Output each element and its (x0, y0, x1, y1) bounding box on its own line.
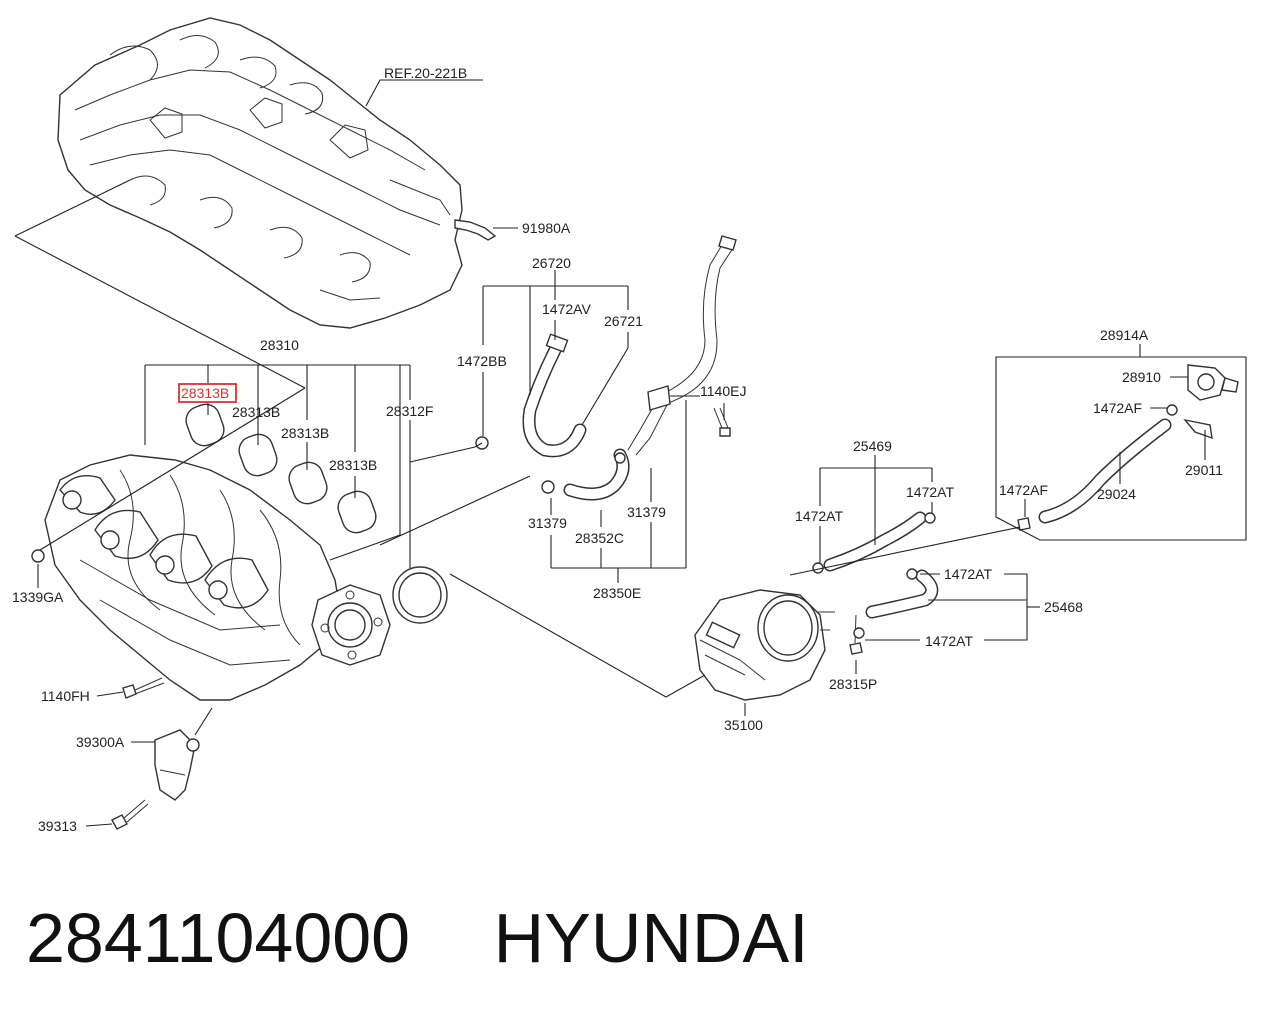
label-26721[interactable]: 26721 (604, 313, 643, 329)
map-sensor-drawing (154, 729, 200, 801)
label-28914a[interactable]: 28914A (1100, 327, 1149, 343)
label-25468[interactable]: 25468 (1044, 599, 1083, 615)
label-28313b-3[interactable]: 28313B (281, 425, 329, 441)
part-number: 2841104000 (26, 899, 411, 977)
label-28313b-4[interactable]: 28313B (329, 457, 377, 473)
label-28312f[interactable]: 28312F (386, 403, 433, 419)
label-39300a[interactable]: 39300A (76, 734, 125, 750)
highlight-box-28313b (178, 383, 237, 403)
label-35100[interactable]: 35100 (724, 717, 763, 733)
throttle-body-drawing (694, 589, 835, 701)
label-1472af-1[interactable]: 1472AF (1093, 400, 1142, 416)
label-25469[interactable]: 25469 (853, 438, 892, 454)
label-1472at-4[interactable]: 1472AT (925, 633, 973, 649)
label-1140fh[interactable]: 1140FH (41, 688, 90, 704)
throttle-gasket-drawing (392, 566, 448, 624)
label-1472at-2[interactable]: 1472AT (795, 508, 843, 524)
label-28310[interactable]: 28310 (260, 337, 299, 353)
label-29011[interactable]: 29011 (1185, 462, 1223, 478)
label-1472at-3[interactable]: 1472AT (944, 566, 992, 582)
brand-name: HYUNDAI (493, 899, 809, 977)
label-1472at-1[interactable]: 1472AT (906, 484, 954, 500)
coolant-hoses-drawing (812, 511, 939, 639)
label-39313[interactable]: 39313 (38, 818, 77, 834)
callout-labels: REF.20-221B 91980A 26720 1472AV 26721 28… (12, 65, 1223, 834)
footer-caption: 2841104000 HYUNDAI (26, 893, 1236, 983)
pcv-hose-drawing (475, 333, 630, 501)
label-31379-2[interactable]: 31379 (627, 504, 666, 520)
label-1140ej[interactable]: 1140EJ (700, 383, 746, 399)
label-26720[interactable]: 26720 (532, 255, 571, 271)
purge-valve-drawing (1017, 364, 1239, 531)
parts-diagram: REF.20-221B 91980A 26720 1472AV 26721 28… (12, 17, 1247, 834)
bolts-drawing (31, 407, 863, 830)
label-1472bb[interactable]: 1472BB (457, 353, 507, 369)
label-1472av[interactable]: 1472AV (542, 301, 591, 317)
label-1472af-2[interactable]: 1472AF (999, 482, 1048, 498)
label-28313b-highlighted[interactable]: 28313B (181, 385, 229, 401)
label-29024[interactable]: 29024 (1097, 486, 1136, 502)
intake-manifold-drawing (44, 454, 391, 701)
label-28910[interactable]: 28910 (1122, 369, 1161, 385)
label-28313b-2[interactable]: 28313B (232, 404, 280, 420)
label-31379-1[interactable]: 31379 (528, 515, 567, 531)
leader-lines (14, 79, 1247, 827)
label-1339ga[interactable]: 1339GA (12, 589, 64, 605)
label-28315p[interactable]: 28315P (829, 676, 877, 692)
label-ref-20-221b[interactable]: REF.20-221B (384, 65, 467, 81)
cylinder-head-drawing (57, 17, 497, 329)
label-28350e[interactable]: 28350E (593, 585, 641, 601)
label-28352c[interactable]: 28352C (575, 530, 624, 546)
label-91980a[interactable]: 91980A (522, 220, 571, 236)
breather-tube-drawing (627, 235, 737, 456)
gaskets-drawing (185, 403, 377, 534)
